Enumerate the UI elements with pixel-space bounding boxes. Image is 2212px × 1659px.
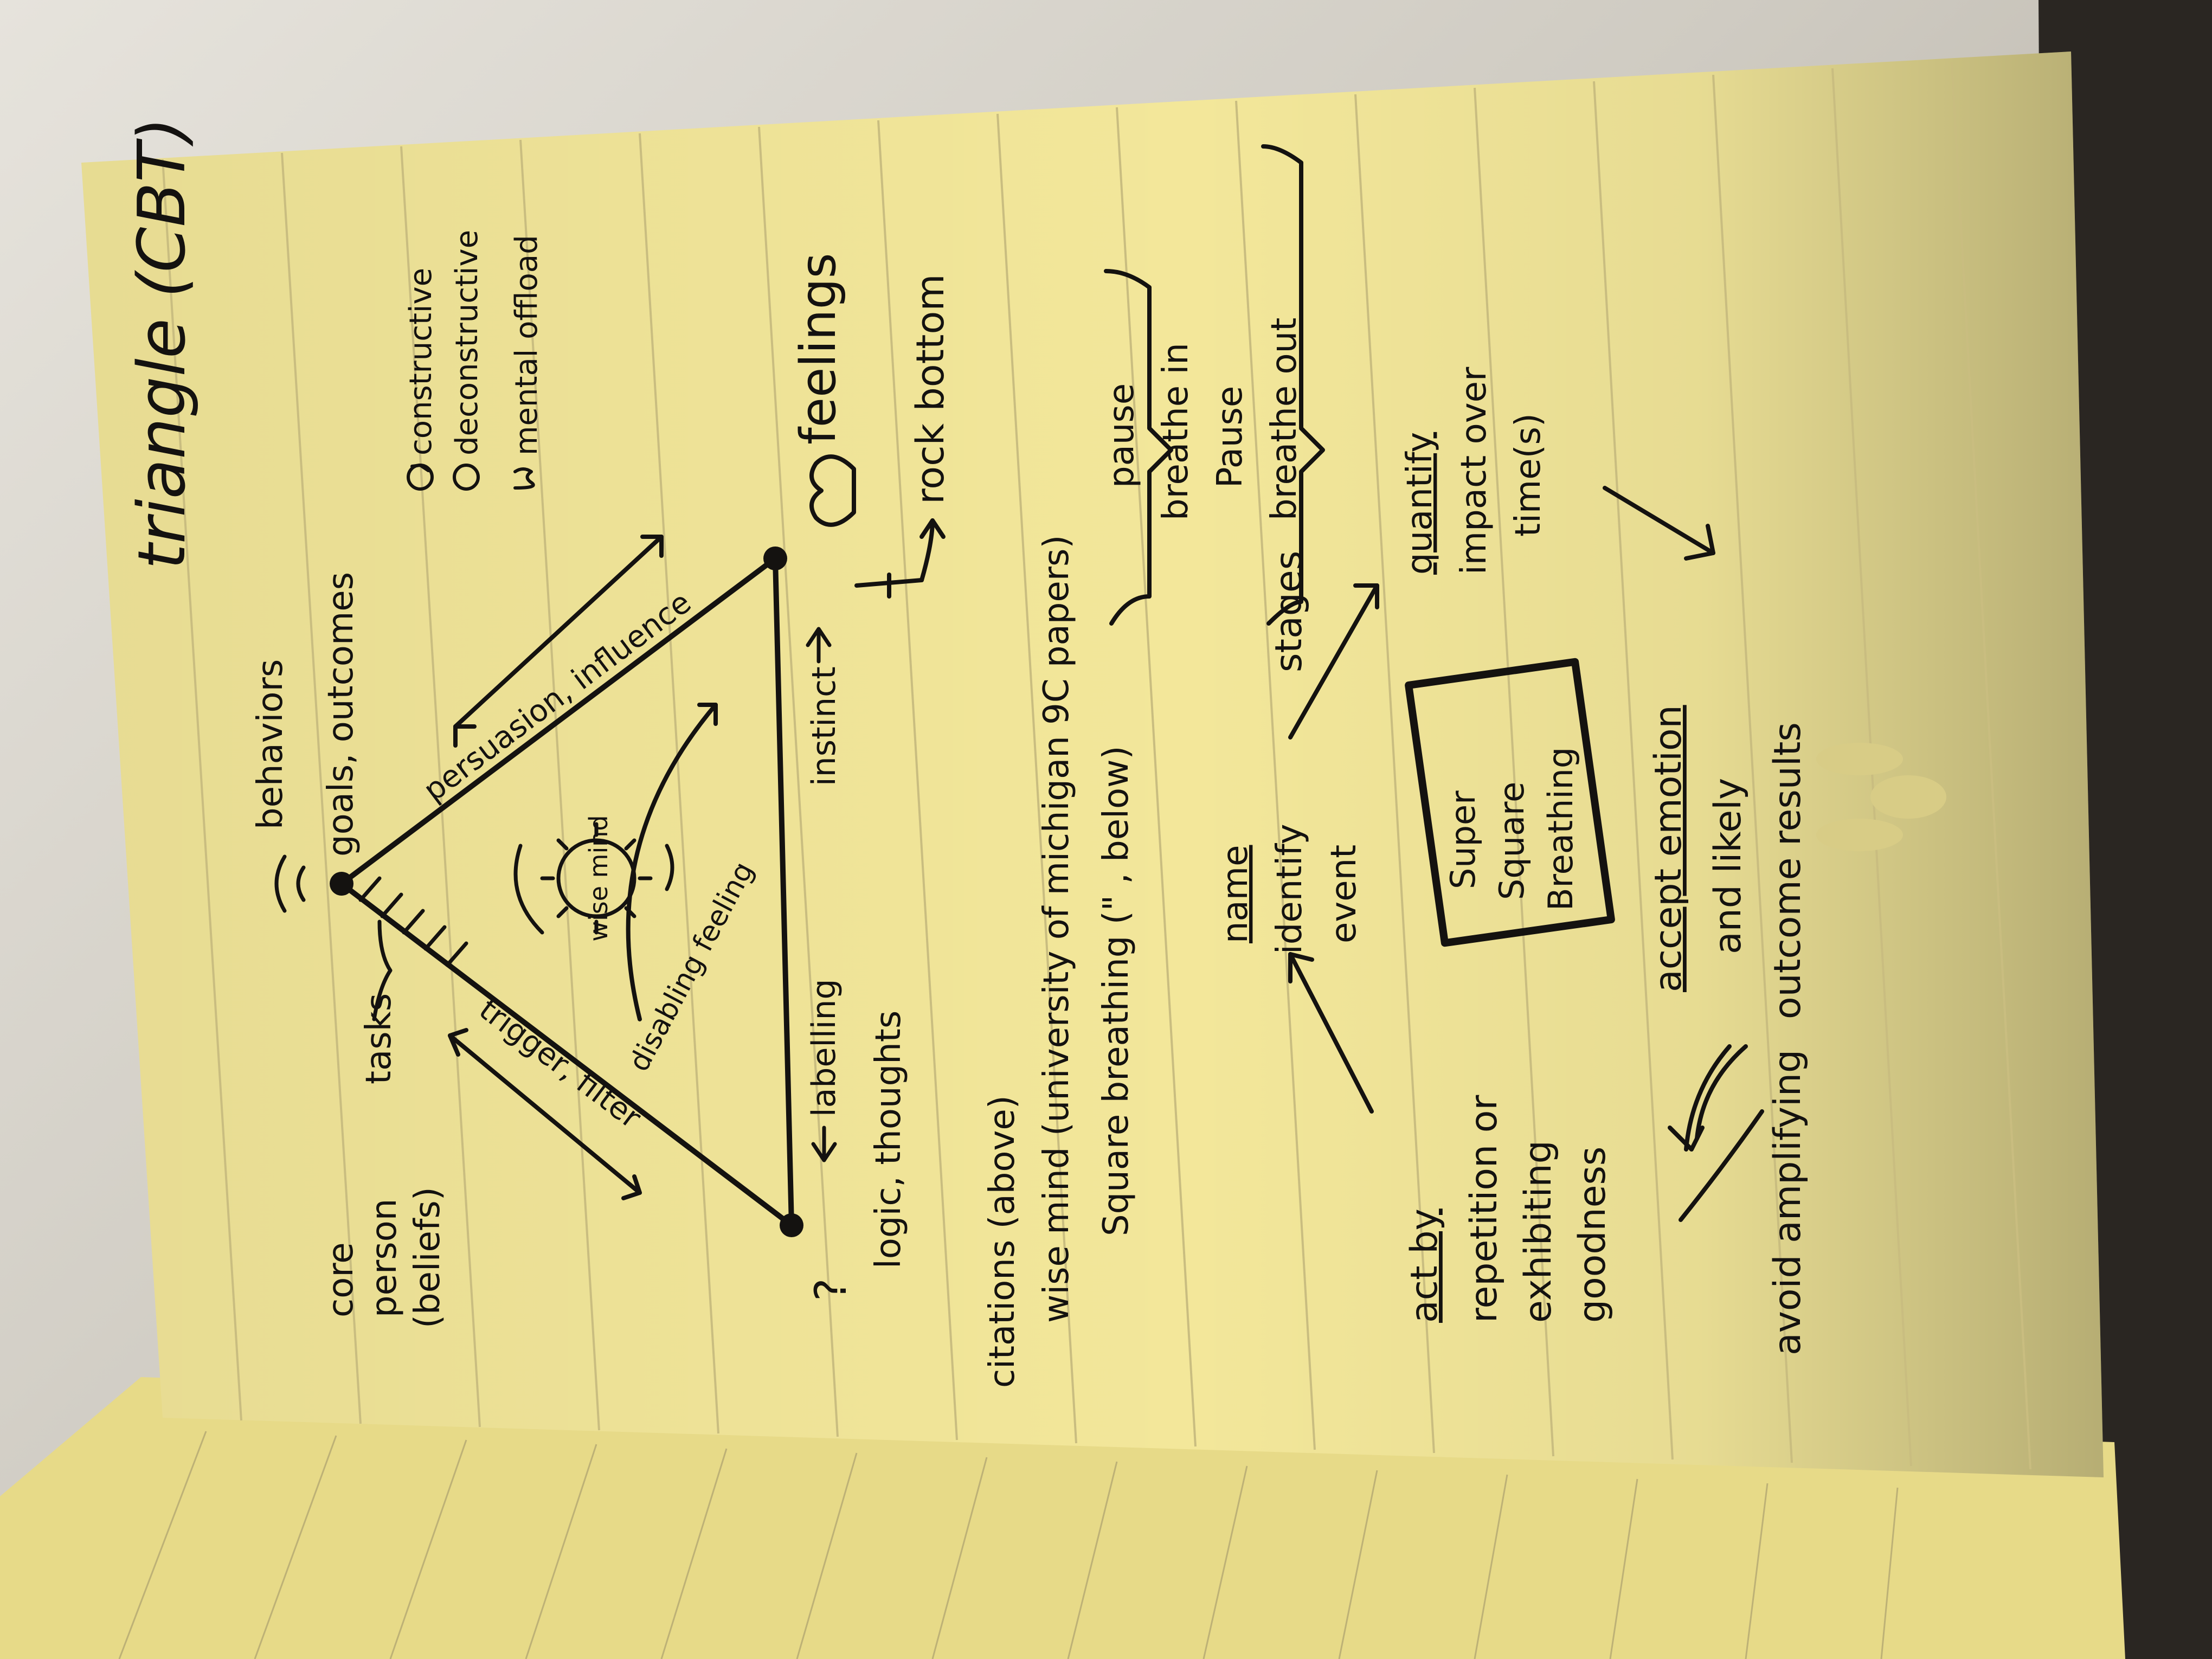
legend-deconstructive: deconstructive <box>449 230 485 455</box>
legend-mental-offload: mental offload <box>509 235 544 455</box>
lower-page-lines <box>118 1431 1899 1659</box>
breathing-step-2: breathe in <box>1156 343 1196 520</box>
cbt-triangle-diagram: wise mind <box>274 454 946 1237</box>
super-square-breathing-box <box>1405 658 1615 947</box>
cycle-arrows <box>1288 486 1764 1222</box>
breathing-step-4: breathe out <box>1264 318 1304 520</box>
thoughts-mark: ? <box>806 1278 856 1301</box>
cycle-accept-line1: accept emotion <box>1647 705 1690 992</box>
breathing-step-1: pause <box>1102 383 1142 488</box>
citations-heading: citations (above) <box>982 1095 1023 1388</box>
ruled-lines <box>162 61 2031 1470</box>
heart-icon <box>809 454 856 527</box>
legend-constructive: constructive <box>403 268 439 455</box>
stages-label: stages <box>1268 551 1310 672</box>
wise-mind-sun-icon <box>513 822 674 935</box>
cycle-name-line1: name <box>1216 845 1256 944</box>
feelings-label: feelings <box>790 253 847 445</box>
thoughts-label: logic, thoughts <box>869 1011 909 1269</box>
top-vertex-line2: goals, outcomes <box>321 572 361 857</box>
cycle-act-line4: goodness <box>1571 1147 1614 1323</box>
center-box-line3: Breathing <box>1541 747 1580 911</box>
cycle-quantify-line2: impact over <box>1454 366 1494 575</box>
citation-square-breathing: Square breathing (" , below) <box>1096 746 1136 1236</box>
base-label-right: instinct <box>805 666 843 786</box>
cycle-name-line3: event <box>1324 845 1364 943</box>
center-label: wise mind <box>584 815 613 941</box>
vertex-thoughts <box>780 1213 803 1237</box>
sound-waves-icon <box>274 854 306 913</box>
breathing-step-3: Pause <box>1210 386 1250 488</box>
cycle-act-line2: repetition or <box>1463 1095 1506 1323</box>
cycle-quantify-line3: time(s) <box>1508 413 1548 537</box>
rock-bottom-label: rock bottom <box>908 274 953 504</box>
cycle-accept-line2: and likely <box>1707 778 1750 954</box>
legend-icons <box>407 464 535 491</box>
top-vertex-line1: behaviors <box>250 659 291 829</box>
page-title: triangle (CBT) <box>125 117 200 569</box>
tasks-label: tasks <box>359 993 399 1084</box>
left-vertex-line1: core <box>321 1242 361 1317</box>
fleur-de-lis-watermark <box>1816 743 1946 851</box>
cycle-quantify-line1: quantify <box>1400 432 1440 575</box>
left-vertex-line2: person <box>364 1199 404 1317</box>
citation-wise-mind: wise mind (university of michigan 9C pap… <box>1037 535 1077 1323</box>
cycle-avoid: avoid amplifying <box>1766 1050 1809 1355</box>
vertex-feelings <box>763 546 787 570</box>
cycle-name-line2: identify <box>1270 824 1310 955</box>
center-box-line1: Super <box>1443 790 1483 889</box>
base-label-left: labelling <box>805 979 843 1117</box>
tasks-hatching <box>358 876 468 967</box>
center-box-line2: Square <box>1492 782 1532 900</box>
vertex-behaviors <box>330 872 353 896</box>
cycle-act-line3: exhibiting <box>1517 1140 1560 1323</box>
left-vertex-line3: (beliefs) <box>408 1187 448 1328</box>
cycle-act-line1: act by <box>1403 1208 1446 1323</box>
cycle-accept-line3: outcome results <box>1766 722 1809 1019</box>
